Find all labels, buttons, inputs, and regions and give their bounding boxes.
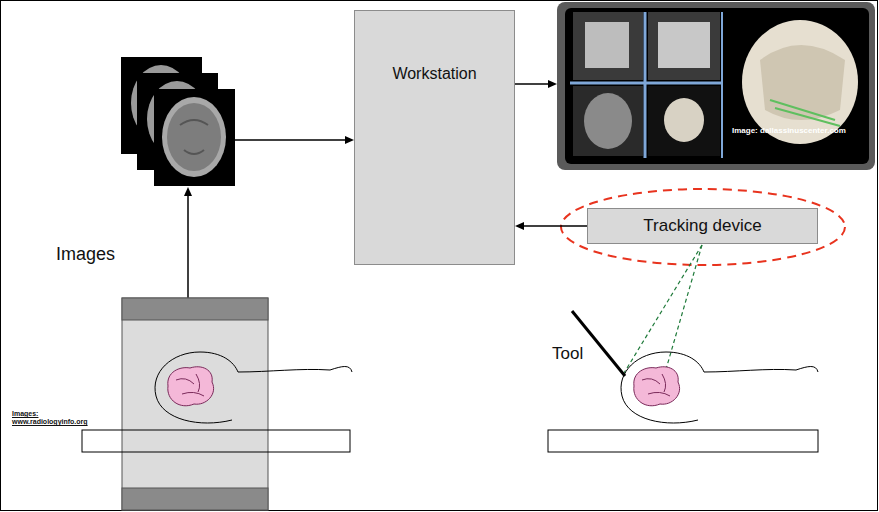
ct-scanner	[122, 298, 268, 510]
connector-arrow	[515, 222, 587, 230]
data-arrow	[184, 187, 192, 298]
source-credit: Images: www.radiologyinfo.org	[12, 410, 74, 426]
device-box: Tracking device	[587, 208, 818, 244]
node-text: Tracking device	[643, 216, 761, 236]
ct-image-stack	[121, 57, 235, 186]
patient	[82, 352, 352, 452]
data-arrow	[235, 136, 354, 144]
source-credit: Image: dallassinuscenter.com	[732, 126, 846, 135]
image-label: Images	[56, 244, 115, 265]
patient	[548, 352, 818, 452]
data-arrow	[515, 80, 557, 88]
surgical-tool	[572, 311, 625, 376]
workstation-box: Workstation	[354, 10, 515, 265]
highlight-ellipse	[561, 189, 845, 265]
node-text: Workstation	[392, 65, 476, 83]
tool-label: Tool	[552, 344, 583, 364]
navigation-screen	[557, 2, 875, 170]
